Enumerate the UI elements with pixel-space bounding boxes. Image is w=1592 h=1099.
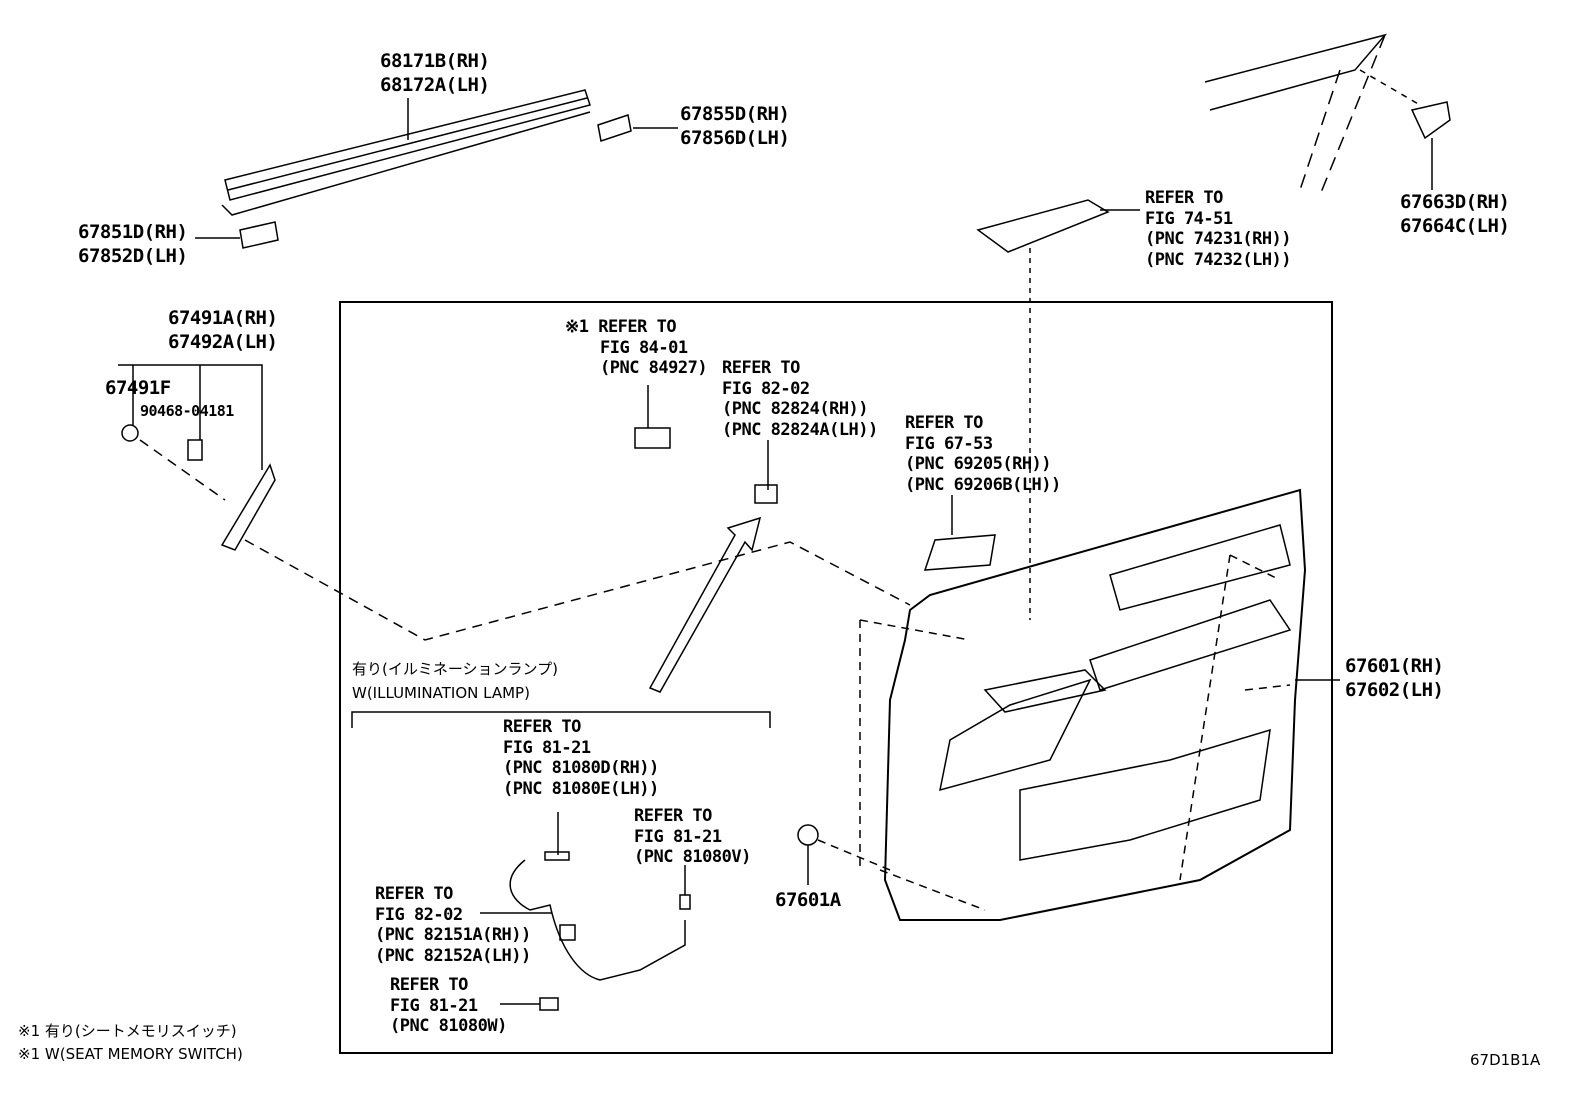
- belt-moulding-part: [221, 89, 591, 216]
- ref-line: (PNC 69205(RH)): [905, 454, 1052, 474]
- ref-line: (PNC 74231(RH)): [1145, 229, 1292, 249]
- ref-line: FIG 82-02: [722, 378, 810, 399]
- part-number-rh: 67855D(RH): [680, 103, 790, 125]
- part-number-lh: 67856D(LH): [680, 127, 790, 149]
- ref-line: FIG 82-02: [375, 904, 463, 925]
- part-67491-label: 67491A(RH)67492A(LH): [168, 306, 278, 354]
- part-number-rh: 67491A(RH): [168, 307, 278, 329]
- part-67855-label: 67855D(RH)67856D(LH): [680, 102, 790, 150]
- ref-line: REFER TO: [1145, 188, 1223, 208]
- ref-line: REFER TO: [634, 806, 712, 826]
- ref-line: W(ILLUMINATION LAMP): [352, 684, 530, 702]
- part-number-lh: 67852D(LH): [78, 245, 188, 267]
- ref-line: FIG 74-51: [1145, 208, 1233, 229]
- part-67601-label: 67601(RH)67602(LH): [1345, 654, 1444, 702]
- ref-line: (PNC 82152A(LH)): [375, 945, 531, 966]
- ref-line: (PNC 81080W): [390, 1016, 507, 1036]
- ref-line: (PNC 81080V): [634, 847, 751, 867]
- footnotes: ※1 有り(シートメモリスイッチ) ※1 W(SEAT MEMORY SWITCH…: [18, 1020, 243, 1066]
- part-number-rh: 67601(RH): [1345, 655, 1444, 677]
- clip-67855-part: [597, 114, 678, 142]
- switch-84927-part: [634, 385, 671, 449]
- figure-code: 67D1B1A: [1470, 1051, 1541, 1069]
- corner-cover-part: [1410, 101, 1451, 190]
- ref-line: REFER TO: [390, 975, 468, 995]
- door-trim-panel-part: [859, 488, 1340, 921]
- corner-garnish-part: [118, 364, 911, 641]
- ref-line: REFER TO: [503, 717, 581, 737]
- part-67851-label: 67851D(RH)67852D(LH): [78, 220, 188, 268]
- ref-line: REFER TO: [375, 884, 453, 904]
- ref-line: FIG 81-21: [634, 826, 722, 847]
- part-68171-label: 68171B(RH)68172A(LH): [380, 49, 490, 97]
- wire-harness-part: [480, 812, 691, 1011]
- ref-line: (PNC 81080E(LH)): [503, 778, 659, 799]
- handle-69205-part: [923, 495, 996, 571]
- ref-line: (PNC 82824(RH)): [722, 399, 869, 419]
- ref-line: FIG 81-21: [503, 737, 591, 758]
- part-67491F-label: 67491F: [105, 377, 171, 399]
- ref-line: FIG 84-01: [600, 337, 688, 358]
- part-number-rh: 67851D(RH): [78, 221, 188, 243]
- clip-67601A-part: [797, 824, 891, 885]
- switch-bezel-part: [976, 199, 1140, 620]
- ref-line: (PNC 74232(LH)): [1145, 249, 1292, 270]
- ref-line: 有り(イルミネーションランプ): [352, 660, 558, 678]
- part-90468-label: 90468-04181: [140, 402, 234, 420]
- ref-line: (PNC 84927): [600, 358, 708, 378]
- part-number-rh: 67663D(RH): [1400, 191, 1510, 213]
- part-number-rh: 68171B(RH): [380, 50, 490, 72]
- ref-line: (PNC 82151A(RH)): [375, 925, 531, 945]
- assembly-box: [339, 301, 1333, 1054]
- ref-line: (PNC 82824A(LH)): [722, 419, 878, 440]
- part-number-lh: 67664C(LH): [1400, 215, 1510, 237]
- assembly-arrow: [648, 516, 762, 693]
- ref-line: ※1 有り(シートメモリスイッチ): [18, 1022, 237, 1040]
- switch-82824-part: [754, 440, 778, 504]
- part-number-lh: 68172A(LH): [380, 74, 490, 96]
- part-number-lh: 67492A(LH): [168, 331, 278, 353]
- ref-line: REFER TO: [905, 413, 983, 433]
- illumination-bracket: [351, 711, 771, 728]
- clip-67851-part: [195, 221, 279, 249]
- part-number-lh: 67602(LH): [1345, 679, 1444, 701]
- part-67663-label: 67663D(RH)67664C(LH): [1400, 190, 1510, 238]
- ref-line: REFER TO: [722, 358, 800, 378]
- ref-line: (PNC 69206B(LH)): [905, 474, 1061, 495]
- ref-line: FIG 81-21: [390, 995, 478, 1016]
- ref-line: (PNC 81080D(RH)): [503, 758, 659, 778]
- part-67601A-label: 67601A: [775, 889, 841, 911]
- ref-line: ※1 W(SEAT MEMORY SWITCH): [18, 1045, 243, 1063]
- ref-line: FIG 67-53: [905, 433, 993, 454]
- illumination-note: 有り(イルミネーションランプ) W(ILLUMINATION LAMP): [352, 657, 558, 705]
- ref-line: ※1 REFER TO: [565, 317, 677, 337]
- window-frame: [1204, 33, 1421, 196]
